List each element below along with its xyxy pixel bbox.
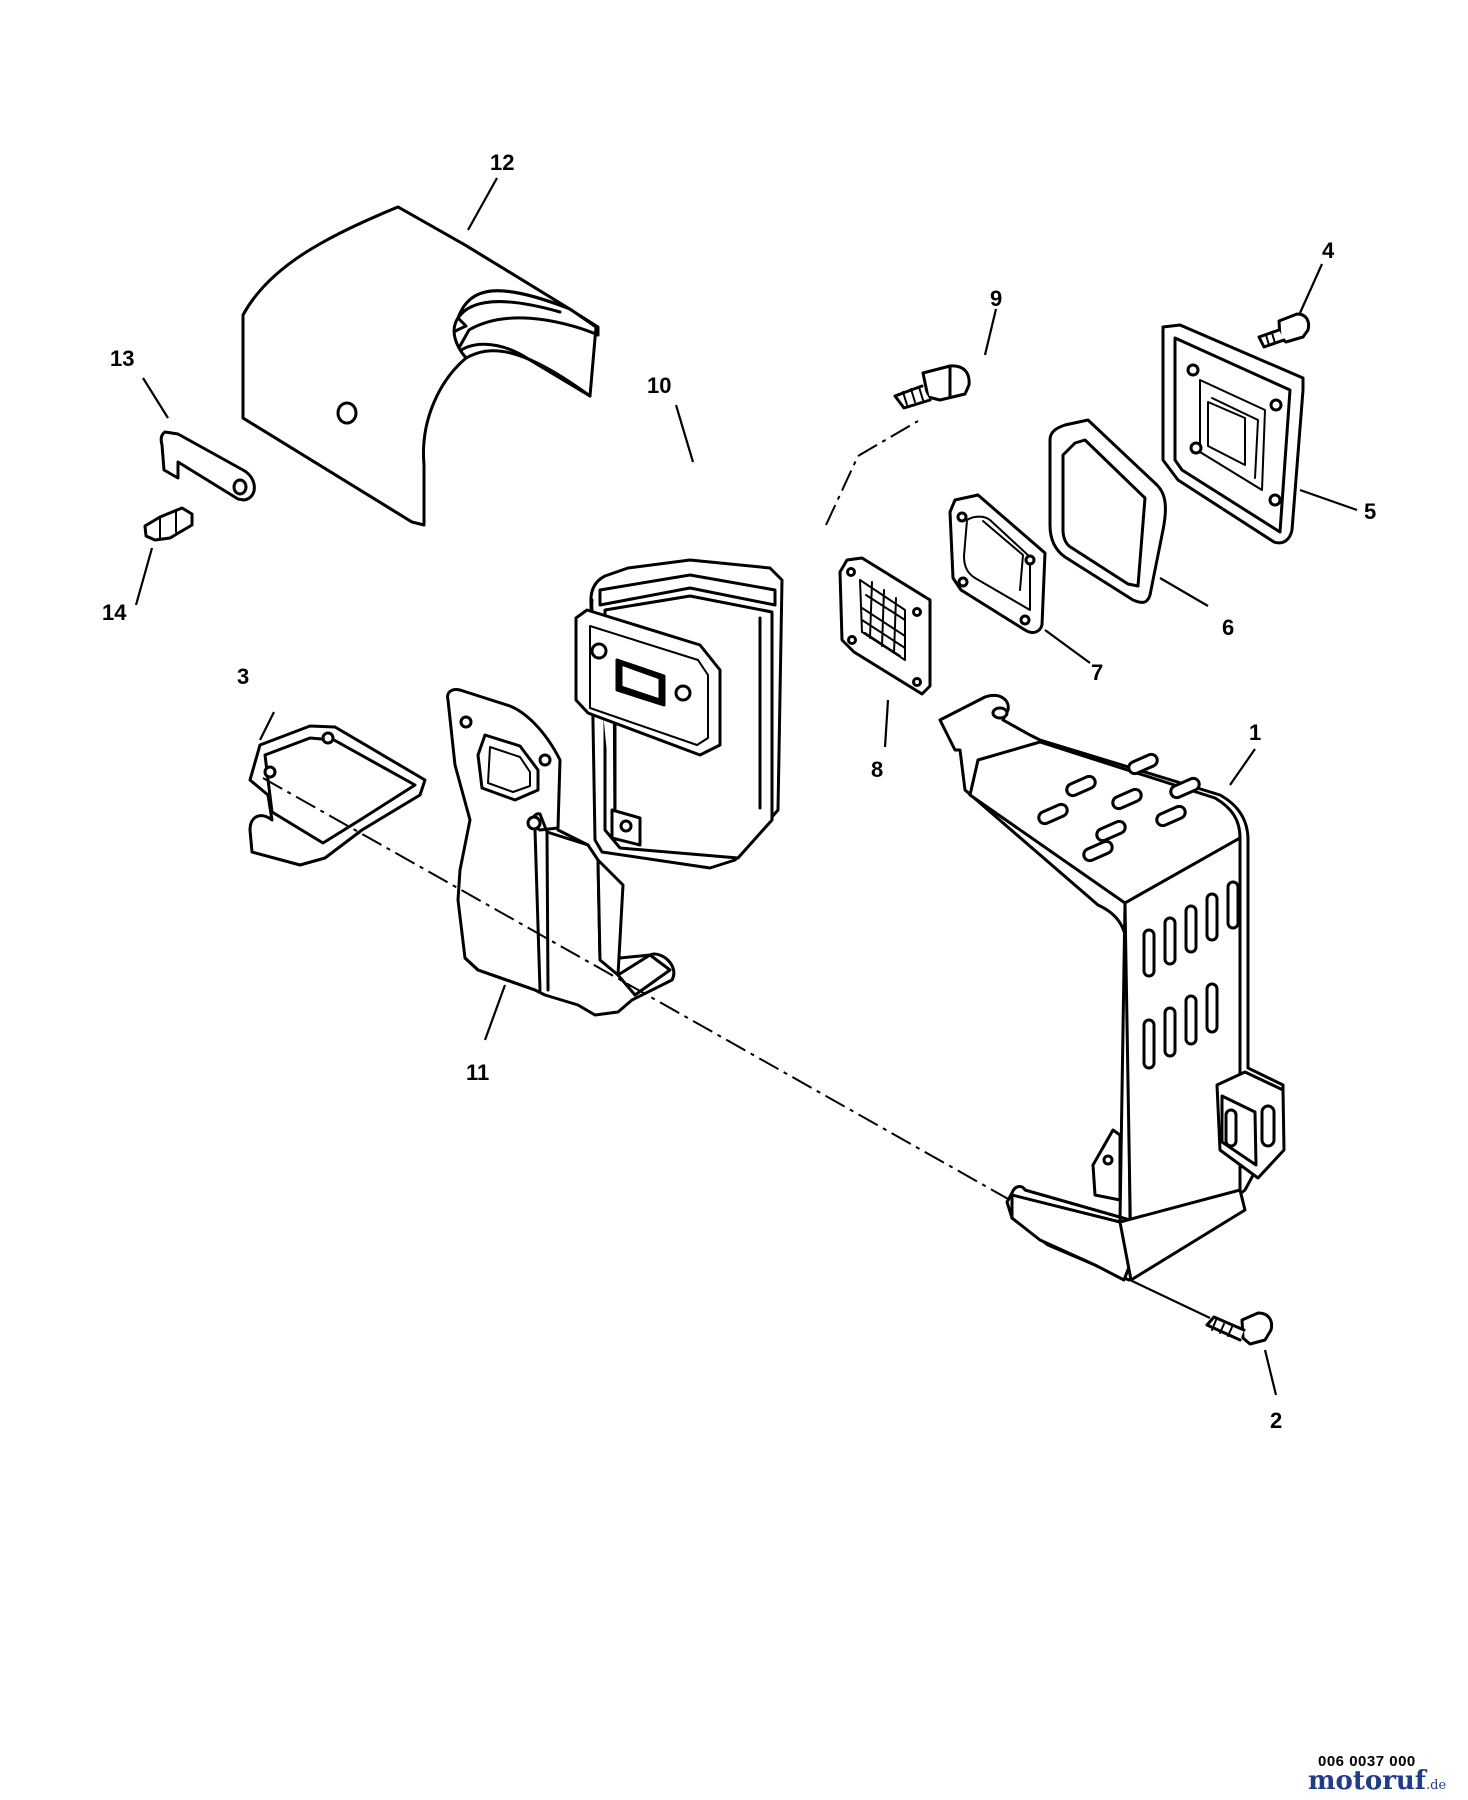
callout-labels: 1 2 3 4 5 6 7 8 9 10 11 12 13 14 bbox=[102, 150, 1376, 1433]
callout-7: 7 bbox=[1091, 660, 1103, 685]
part-10-muffler bbox=[574, 558, 784, 870]
part-4-bolt bbox=[1257, 312, 1311, 349]
part-5-flange-plate bbox=[1161, 323, 1305, 545]
callout-11: 11 bbox=[466, 1060, 489, 1085]
part-6-gasket-frame bbox=[1048, 418, 1167, 604]
callout-9: 9 bbox=[990, 286, 1002, 311]
part-3-tray-bracket bbox=[248, 724, 427, 867]
callout-1: 1 bbox=[1249, 720, 1261, 745]
part-8-spark-screen bbox=[838, 556, 932, 696]
callout-8: 8 bbox=[871, 757, 883, 782]
watermark-logo: motoruf.de bbox=[1308, 1766, 1446, 1796]
part-13-clip-bracket bbox=[159, 430, 256, 502]
part-2-bolt bbox=[1205, 1311, 1274, 1346]
callout-2: 2 bbox=[1270, 1408, 1282, 1433]
assembly-centerlines bbox=[262, 420, 1211, 1319]
callout-6: 6 bbox=[1222, 615, 1234, 640]
part-7-gasket-plate bbox=[948, 493, 1047, 634]
callout-4: 4 bbox=[1322, 238, 1335, 263]
part-11-mounting-bracket bbox=[446, 688, 676, 1017]
part-12-heat-shield-cover bbox=[241, 205, 600, 527]
part-9-bolt bbox=[893, 364, 971, 410]
part-1-heat-shield-bracket bbox=[938, 694, 1286, 1282]
watermark-tld: .de bbox=[1426, 1778, 1447, 1793]
leader-lines bbox=[134, 177, 1358, 1396]
callout-14: 14 bbox=[102, 600, 127, 625]
watermark-name: motoruf bbox=[1308, 1766, 1426, 1796]
callout-5: 5 bbox=[1364, 499, 1376, 524]
callout-3: 3 bbox=[237, 664, 249, 689]
diagram-reference-number: 006 0037 000 bbox=[1318, 1753, 1416, 1770]
part-14-bolt bbox=[143, 506, 194, 542]
callout-12: 12 bbox=[490, 150, 514, 175]
callout-13: 13 bbox=[110, 346, 134, 371]
callout-10: 10 bbox=[647, 373, 671, 398]
